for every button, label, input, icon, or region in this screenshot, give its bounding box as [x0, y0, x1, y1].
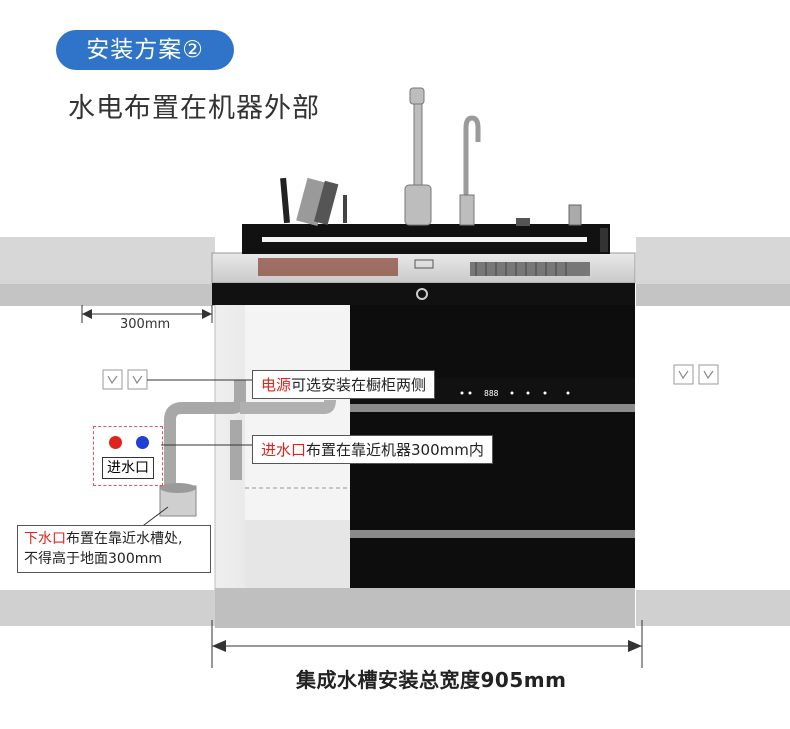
plinth	[215, 588, 635, 628]
side-gap-label: 300mm	[120, 317, 171, 332]
drain-callout-highlight: 下水口	[24, 531, 66, 547]
plan-badge: 安装方案②	[56, 30, 234, 70]
faucet-purifier	[463, 115, 481, 200]
total-width-label: 集成水槽安装总宽度905mm	[296, 668, 567, 692]
inlet-callout: 进水口布置在靠近机器300mm内	[252, 435, 493, 464]
inlet-label: 进水口	[102, 457, 154, 479]
hot-water-dot	[109, 436, 122, 449]
page-heading: 水电布置在机器外部	[68, 93, 320, 124]
countertop-left	[0, 237, 215, 284]
power-callout-highlight: 电源	[261, 376, 292, 394]
floor-band-left	[0, 590, 215, 626]
countertop-right	[636, 237, 790, 284]
drain-callout: 下水口布置在靠近水槽处, 不得高于地面300mm	[17, 525, 211, 573]
appliance-top-bar	[212, 283, 635, 305]
drain-callout-text1: 布置在靠近水槽处,	[66, 531, 183, 547]
drain-callout-text2: 不得高于地面300mm	[24, 551, 162, 567]
inlet-callout-text: 布置在靠近机器300mm内	[306, 441, 484, 459]
power-callout: 电源可选安装在橱柜两侧	[252, 370, 436, 399]
floor-band-right	[636, 590, 790, 626]
inlet-marker: 进水口	[93, 426, 163, 486]
display-readout: 888	[484, 389, 499, 398]
faucet-main	[404, 87, 432, 226]
power-callout-text: 可选安装在橱柜两侧	[291, 376, 427, 394]
inlet-callout-highlight: 进水口	[261, 441, 307, 459]
cold-water-dot	[136, 436, 149, 449]
water-pipe	[164, 380, 246, 490]
socket-left	[102, 369, 148, 390]
socket-right	[673, 364, 719, 385]
